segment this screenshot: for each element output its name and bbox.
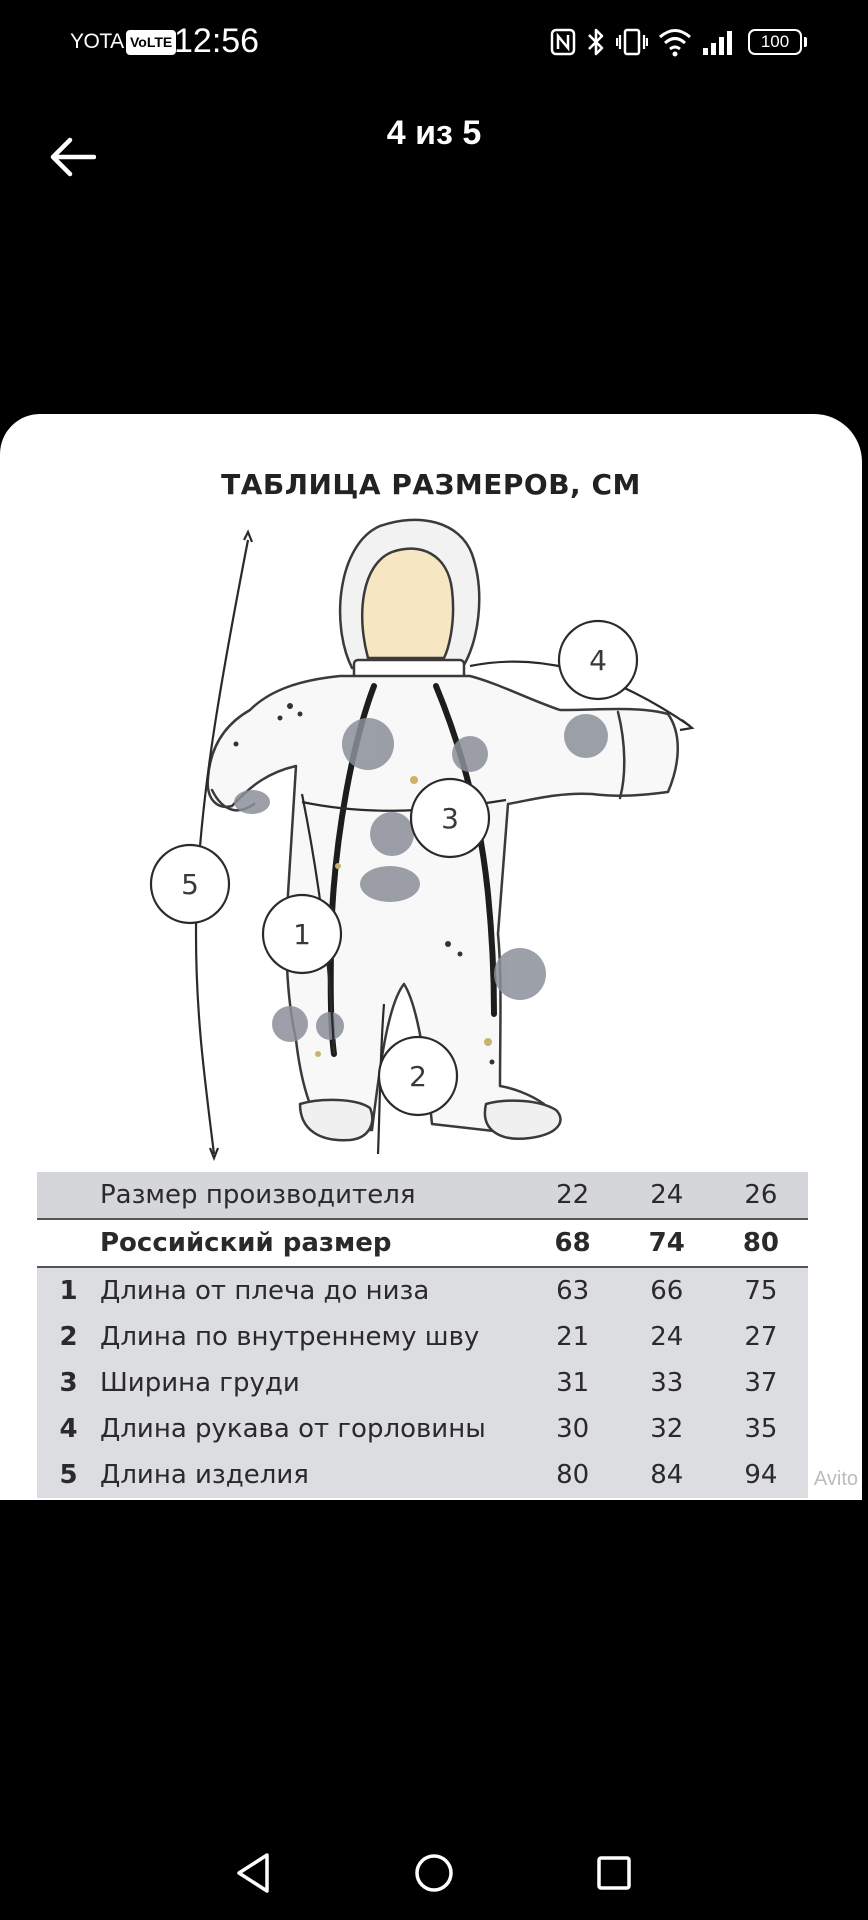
callout-1: 1 xyxy=(293,918,311,951)
table-cell: 74 xyxy=(619,1219,714,1268)
table-cell: 4 xyxy=(37,1406,100,1452)
table-cell xyxy=(37,1219,100,1268)
listing-photo[interactable]: ТАБЛИЦА РАЗМЕРОВ, СМ xyxy=(0,414,862,1500)
battery-level: 100 xyxy=(760,32,790,51)
nav-back-button[interactable] xyxy=(220,1840,286,1906)
navigation-bar xyxy=(0,1840,868,1906)
jumpsuit-illustration: 1 2 3 4 5 xyxy=(149,518,695,1161)
table-row: Размер производителя 22 24 26 xyxy=(37,1172,808,1220)
volte-badge: VoLTE xyxy=(126,30,177,55)
table-cell: 33 xyxy=(619,1360,714,1406)
table-row: 1 Длина от плеча до низа 63 66 75 xyxy=(37,1267,808,1314)
avito-watermark: Avito xyxy=(813,1468,858,1490)
table-cell: 66 xyxy=(619,1267,714,1314)
table-cell: 5 xyxy=(37,1452,100,1498)
table-cell: 37 xyxy=(713,1360,808,1406)
table-row: Российский размер 68 74 80 xyxy=(37,1219,808,1268)
table-cell: 26 xyxy=(713,1172,808,1220)
table-cell: 32 xyxy=(619,1406,714,1452)
size-table: Размер производителя 22 24 26 Российский… xyxy=(37,1172,808,1498)
callout-5: 5 xyxy=(181,868,199,901)
table-cell: 63 xyxy=(525,1267,620,1314)
table-cell: 24 xyxy=(619,1314,714,1360)
vibrate-icon xyxy=(616,28,648,56)
table-cell: 24 xyxy=(619,1172,714,1220)
callout-3: 3 xyxy=(441,802,459,835)
carrier-name: YOTA xyxy=(70,30,124,53)
table-cell: Длина по внутреннему шву xyxy=(100,1314,526,1360)
battery-icon: 100 xyxy=(748,29,807,55)
callout-4: 4 xyxy=(589,644,607,677)
table-cell: Ширина груди xyxy=(100,1360,526,1406)
table-cell: 1 xyxy=(37,1267,100,1314)
table-row: 3 Ширина груди 31 33 37 xyxy=(37,1360,808,1406)
back-button[interactable] xyxy=(44,128,102,186)
table-cell: 31 xyxy=(525,1360,620,1406)
table-cell: 35 xyxy=(713,1406,808,1452)
table-cell: Размер производителя xyxy=(100,1172,526,1220)
table-cell: 2 xyxy=(37,1314,100,1360)
page-counter: 4 из 5 xyxy=(386,114,482,152)
arrow-left-icon xyxy=(50,137,96,177)
nfc-icon xyxy=(550,28,576,56)
status-icons: 100 xyxy=(550,24,807,60)
nav-home-button[interactable] xyxy=(401,1840,467,1906)
square-recent-icon xyxy=(597,1856,631,1890)
triangle-back-icon xyxy=(237,1853,269,1893)
table-row: 4 Длина рукава от горловины 30 32 35 xyxy=(37,1406,808,1452)
bluetooth-icon xyxy=(588,28,604,56)
table-cell: Российский размер xyxy=(100,1219,526,1268)
table-cell: 80 xyxy=(525,1452,620,1498)
table-cell: Длина от плеча до низа xyxy=(100,1267,526,1314)
size-chart-title: ТАБЛИЦА РАЗМЕРОВ, СМ xyxy=(221,468,641,501)
table-cell: 21 xyxy=(525,1314,620,1360)
table-cell: 94 xyxy=(713,1452,808,1498)
table-cell: 3 xyxy=(37,1360,100,1406)
table-cell: 68 xyxy=(525,1219,620,1268)
table-cell: 80 xyxy=(713,1219,808,1268)
callout-2: 2 xyxy=(409,1060,427,1093)
wifi-icon xyxy=(659,29,691,57)
table-cell: Длина изделия xyxy=(100,1452,526,1498)
table-cell: 84 xyxy=(619,1452,714,1498)
table-cell: 27 xyxy=(713,1314,808,1360)
table-cell: Длина рукава от горловины xyxy=(100,1406,526,1452)
nav-recent-button[interactable] xyxy=(581,1840,647,1906)
table-row: 2 Длина по внутреннему шву 21 24 27 xyxy=(37,1314,808,1360)
table-cell xyxy=(37,1172,100,1220)
circle-home-icon xyxy=(415,1854,453,1892)
status-clock: 12:56 xyxy=(174,22,260,60)
signal-icon xyxy=(703,31,732,55)
table-cell: 22 xyxy=(525,1172,620,1220)
table-cell: 75 xyxy=(713,1267,808,1314)
status-bar: YOTA VoLTE 12:56 xyxy=(0,0,868,84)
table-row: 5 Длина изделия 80 84 94 xyxy=(37,1452,808,1498)
table-cell: 30 xyxy=(525,1406,620,1452)
